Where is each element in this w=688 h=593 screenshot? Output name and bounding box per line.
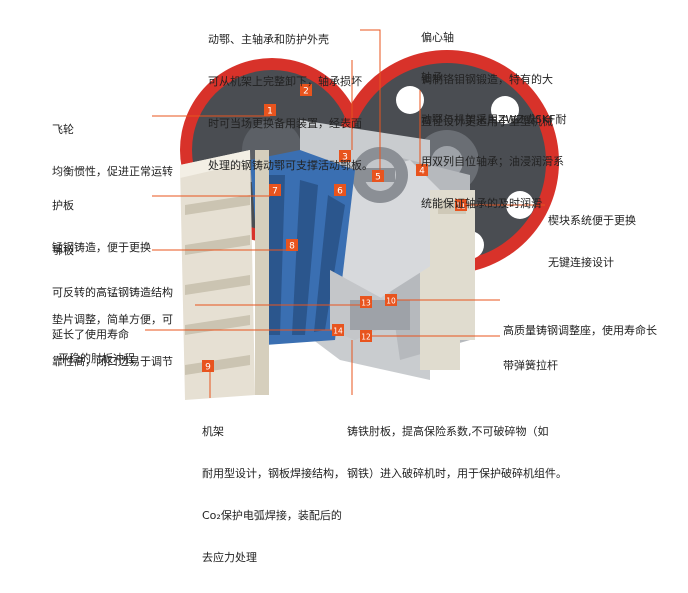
number-badge: 5 xyxy=(372,170,384,183)
callout-moving-jaw-line-3: 时可当场更换备用装置，经表面 xyxy=(208,117,362,130)
callout-bearing-line-4: 统能保证轴承的及时润滑 xyxy=(421,197,542,210)
jaw-plate xyxy=(250,150,355,345)
number-badge-label: 2 xyxy=(303,87,309,97)
number-badge-label: 13 xyxy=(361,299,371,308)
callout-toggle-plate-line-2: 钢铁）进入破碎机时，用于保护破碎机组件。 xyxy=(347,467,567,480)
callout-shim-line-2: 靠性高，闭口边易于调节 xyxy=(52,355,173,368)
number-badge: 12 xyxy=(360,330,372,342)
number-badge-label: 6 xyxy=(337,187,343,197)
number-badge: 9 xyxy=(202,360,214,373)
callout-guard-plate-title: 护板 xyxy=(52,199,74,212)
callout-toggle-plate: 铸铁肘板，提高保险系数,不可破碎物（如 钢铁）进入破碎机时，用于保护破碎机组件。 xyxy=(347,397,567,509)
callout-frame-title: 机架 xyxy=(202,425,224,438)
number-badge-label: 14 xyxy=(333,327,343,336)
callout-wedge-system: 楔块系统便于更换 无键连接设计 xyxy=(548,186,636,298)
number-badge-label: 11 xyxy=(456,202,466,211)
number-badge: 1 xyxy=(264,104,276,117)
callout-eccentric-shaft-title: 偏心轴 xyxy=(421,31,454,44)
number-badge-label: 4 xyxy=(419,167,425,177)
callout-jaw-plate-line-3: 延长了使用寿命 xyxy=(52,328,129,341)
callout-moving-jaw-line-2: 可从机架上完整卸下，轴承损坏 xyxy=(208,75,362,88)
callout-bearing-line-3: 用双列自位轴承；油浸润滑系 xyxy=(421,155,564,168)
leader-line xyxy=(360,29,381,172)
wedge-block xyxy=(430,190,475,340)
callout-bearing-line-2: 动鄂与机架采用ZWZ或SKF耐 xyxy=(421,113,567,126)
callout-flywheel: 飞轮 均衡惯性，促进正常运转 xyxy=(52,95,173,207)
callout-spring-rod-line-1: 带弹簧拉杆 xyxy=(503,359,558,372)
number-badge: 3 xyxy=(339,150,351,163)
callout-flywheel-line-2: 均衡惯性，促进正常运转 xyxy=(52,165,173,178)
callout-shim-line-1: 垫片调整，简单方便，可 xyxy=(52,313,173,326)
callout-jaw-plate: 鄂板 可反转的高锰钢铸造结构 延长了使用寿命 xyxy=(52,216,173,370)
number-badge: 13 xyxy=(360,296,372,308)
callout-frame: 机架 耐用型设计，钢板焊接结构， Co₂保护电弧焊接，装配后的 去应力处理 xyxy=(202,397,345,593)
callout-toggle-plate-line-1: 铸铁肘板，提高保险系数,不可破碎物（如 xyxy=(347,425,549,438)
callout-bearing-title: 轴承 xyxy=(421,71,443,84)
callout-eccentric-shaft-line-3: 直径设计更适用于重型机械 xyxy=(421,115,553,128)
callout-wedge-line-1: 楔块系统便于更换 xyxy=(548,214,636,227)
callout-eccentric-shaft-line-2: 调制铬钼钢锻造，特有的大 xyxy=(421,73,553,86)
callout-frame-line-3: Co₂保护电弧焊接，装配后的 xyxy=(202,509,342,522)
callout-bearing: 轴承 动鄂与机架采用ZWZ或SKF耐 用双列自位轴承；油浸润滑系 统能保证轴承的… xyxy=(421,43,566,239)
callout-toggle-stroke: 平稳的肘板冲程 xyxy=(58,324,135,394)
number-badge-label: 9 xyxy=(205,363,211,373)
callout-moving-jaw: 动鄂、主轴承和防护外壳 可从机架上完整卸下，轴承损坏 时可当场更换备用装置，经表… xyxy=(208,5,373,201)
callout-wedge-line-2: 无键连接设计 xyxy=(548,256,614,269)
number-badge: 11 xyxy=(455,199,467,211)
callout-jaw-plate-line-2: 可反转的高锰钢铸造结构 xyxy=(52,286,173,299)
number-badge: 2 xyxy=(300,84,312,97)
number-badge-label: 10 xyxy=(386,297,396,306)
callout-flywheel-title: 飞轮 xyxy=(52,123,74,136)
number-badge: 14 xyxy=(332,324,344,336)
callout-guard-plate-line-2: 锰钢铸造，便于更换 xyxy=(52,241,151,254)
number-badge-label: 5 xyxy=(375,173,381,183)
callout-moving-jaw-line-1: 动鄂、主轴承和防护外壳 xyxy=(208,33,329,46)
number-badge: 6 xyxy=(334,184,346,197)
number-badge: 7 xyxy=(269,184,281,197)
number-badge-label: 12 xyxy=(361,333,371,342)
number-badge-label: 8 xyxy=(289,242,295,252)
number-badge: 4 xyxy=(416,164,428,177)
callout-adjust-seat: 高质量铸钢调整座，使用寿命长 xyxy=(503,296,657,366)
number-badge: 10 xyxy=(385,294,397,306)
callout-spring-rod: 带弹簧拉杆 xyxy=(503,331,558,401)
number-badge-label: 1 xyxy=(267,107,273,117)
callout-eccentric-shaft: 偏心轴 调制铬钼钢锻造，特有的大 直径设计更适用于重型机械 xyxy=(421,3,553,157)
callout-adjust-seat-line-1: 高质量铸钢调整座，使用寿命长 xyxy=(503,324,657,337)
number-badge-label: 3 xyxy=(342,153,348,163)
number-badge-label: 7 xyxy=(272,187,278,197)
number-badge: 8 xyxy=(286,239,298,252)
callout-jaw-plate-title: 鄂板 xyxy=(52,244,74,257)
callout-frame-line-2: 耐用型设计，钢板焊接结构， xyxy=(202,467,345,480)
callout-moving-jaw-line-4: 处理的钢铸动鄂可支撑活动鄂板。 xyxy=(208,159,373,172)
callout-toggle-stroke-line-1: 平稳的肘板冲程 xyxy=(58,352,135,365)
callout-frame-line-4: 去应力处理 xyxy=(202,551,257,564)
leader-lines xyxy=(145,29,545,398)
callout-shim-adjustment: 垫片调整，简单方便，可 靠性高，闭口边易于调节 xyxy=(52,285,173,397)
callout-guard-plate: 护板 锰钢铸造，便于更换 xyxy=(52,171,151,283)
